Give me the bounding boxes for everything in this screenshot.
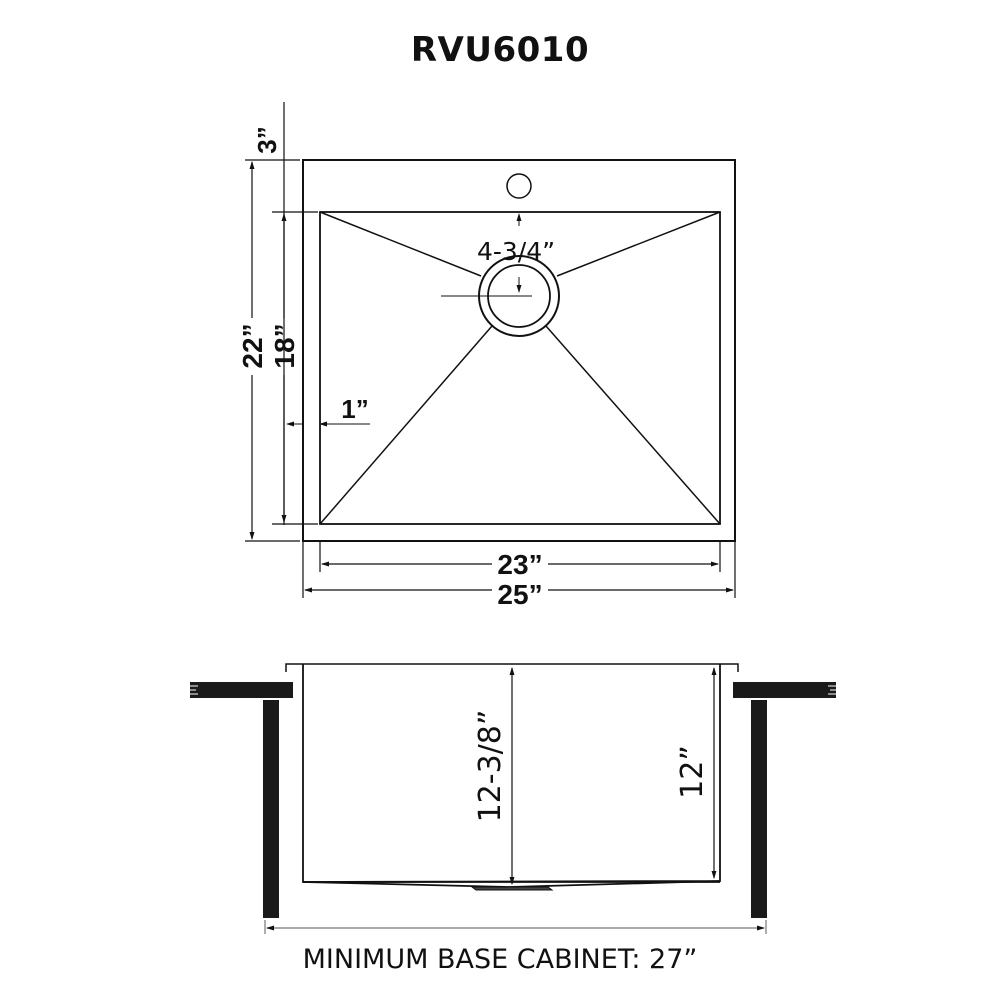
cabinet-wall-right bbox=[751, 700, 767, 918]
dim-bowl-depth-label: 18” bbox=[269, 323, 300, 368]
model-title: RVU6010 bbox=[410, 30, 590, 70]
countertop-left bbox=[190, 682, 293, 698]
top-view bbox=[245, 102, 736, 598]
min-cabinet-caption: MINIMUM BASE CABINET: 27” bbox=[302, 944, 698, 975]
dim-bowl-width-label: 23” bbox=[497, 549, 542, 580]
bowl-outline bbox=[319, 211, 721, 525]
dim-side-rim-label: 1” bbox=[341, 394, 368, 424]
dim-overall-width-label: 25” bbox=[497, 579, 542, 610]
countertop-right bbox=[733, 682, 836, 698]
dim-flange-depth-label: 3” bbox=[252, 126, 282, 153]
dim-drain-offset-label: 4-3/4” bbox=[477, 237, 555, 266]
dim-overall-depth-label: 22” bbox=[237, 323, 268, 368]
dim-front-depth-label: 12-3/8” bbox=[473, 710, 508, 823]
sink-outer-outline bbox=[302, 159, 736, 542]
faucet-hole-icon bbox=[506, 173, 532, 199]
drain-body-icon bbox=[470, 886, 554, 891]
side-view bbox=[190, 663, 836, 934]
dim-rear-depth-label: 12” bbox=[675, 745, 710, 799]
cabinet-wall-left bbox=[263, 700, 279, 918]
